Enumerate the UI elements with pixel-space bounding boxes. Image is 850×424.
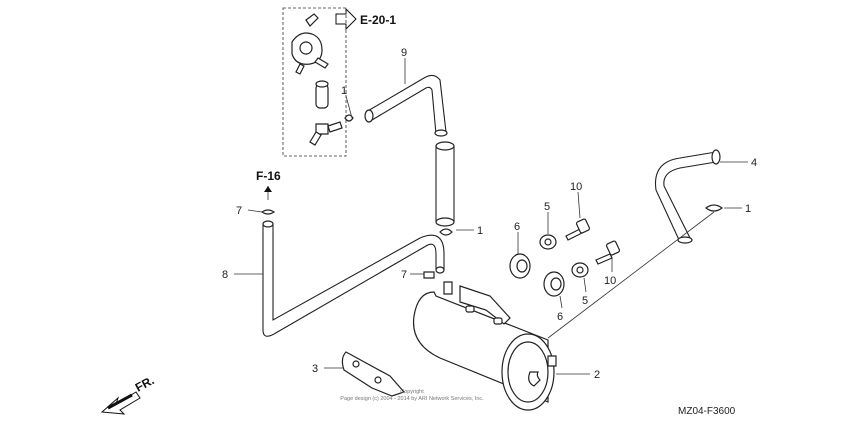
callout-1-top: 1: [341, 85, 347, 97]
callout-6-top: 6: [514, 221, 520, 233]
callout-7-mid: 7: [401, 269, 407, 281]
ref-e20-label: E-20-1: [360, 13, 396, 27]
ref-e20: E-20-1: [335, 7, 396, 31]
bolt-10-top: 10: [565, 181, 591, 241]
ref-f16: F-16: [256, 169, 281, 200]
callout-1-mid: 1: [477, 225, 483, 237]
callout-4: 4: [751, 157, 757, 169]
bracket-3: 3: [312, 351, 406, 397]
copyright-line2: Page design (c) 2004 - 2014 by ARI Netwo…: [340, 396, 484, 402]
callout-2: 2: [594, 369, 600, 381]
callout-1-right: 1: [745, 203, 751, 215]
callout-5-bottom: 5: [582, 295, 588, 307]
callout-7-top: 7: [236, 205, 242, 217]
front-direction-arrow: FR.: [100, 373, 157, 415]
fr-label: FR.: [133, 373, 157, 394]
hose-connector: [435, 141, 455, 227]
diagram-code: MZ04-F3600: [678, 406, 736, 417]
copyright-line1: Copyright: [400, 389, 424, 395]
hose-4: 4: [654, 149, 757, 244]
collar-5-top: 5: [539, 201, 557, 250]
hose-8: 8: [222, 220, 445, 337]
callout-10-top: 10: [570, 181, 582, 193]
collar-5-bottom: 5: [571, 262, 589, 307]
grommet-6-bottom: 6: [543, 271, 565, 323]
callout-10-bottom: 10: [604, 275, 616, 287]
callout-8: 8: [222, 269, 228, 281]
callout-9: 9: [401, 47, 407, 59]
callout-6-bottom: 6: [557, 311, 563, 323]
callout-3: 3: [312, 363, 318, 375]
hose-9: 9: [364, 47, 448, 137]
callout-5-top: 5: [544, 201, 550, 213]
ref-f16-label: F-16: [256, 169, 281, 183]
inset-box: [282, 7, 354, 157]
bolt-10-bottom: 10: [595, 240, 621, 287]
canister-2: 2: [412, 281, 600, 411]
grommet-6-top: 6: [509, 221, 531, 279]
